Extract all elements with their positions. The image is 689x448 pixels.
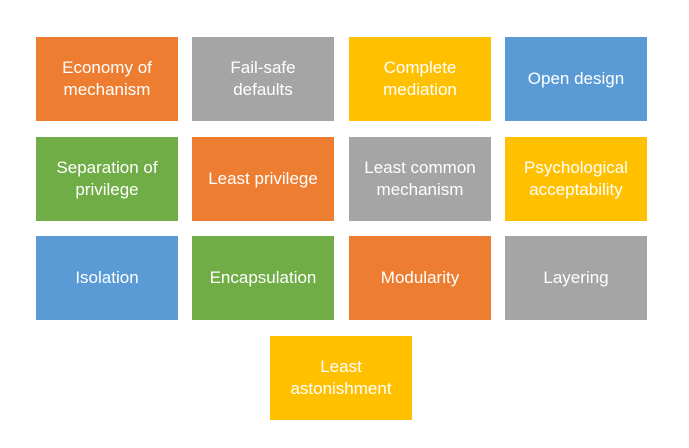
tile-label: Complete mediation (383, 58, 457, 99)
tile-isolation: Isolation (36, 236, 178, 320)
tile-label: Psychological acceptability (524, 158, 628, 199)
tile-label: Isolation (75, 268, 139, 287)
tile-label: Least common mechanism (364, 158, 476, 199)
tile-label: Least astonishment (290, 357, 392, 398)
tile-label: Separation of privilege (56, 158, 158, 199)
tile-label: Modularity (380, 268, 460, 287)
tile-label: Least privilege (208, 169, 318, 188)
tile-least-astonishment: Least astonishment (270, 336, 412, 420)
tile-open-design: Open design (505, 37, 647, 121)
tile-economy-of-mechanism: Economy of mechanism (36, 37, 178, 121)
tile-psychological-acceptability: Psychological acceptability (505, 137, 647, 221)
tile-label: Layering (543, 268, 609, 287)
tile-separation-of-privilege: Separation of privilege (36, 137, 178, 221)
tile-label: Open design (527, 69, 625, 88)
tile-complete-mediation: Complete mediation (349, 37, 491, 121)
tile-label: Economy of mechanism (62, 58, 152, 99)
tile-layering: Layering (505, 236, 647, 320)
tile-least-common-mechanism: Least common mechanism (349, 137, 491, 221)
tile-least-privilege: Least privilege (192, 137, 334, 221)
tile-modularity: Modularity (349, 236, 491, 320)
tile-label: Encapsulation (209, 268, 317, 287)
tile-fail-safe-defaults: Fail-safe defaults (192, 37, 334, 121)
tile-encapsulation: Encapsulation (192, 236, 334, 320)
tile-label: Fail-safe defaults (230, 58, 296, 99)
